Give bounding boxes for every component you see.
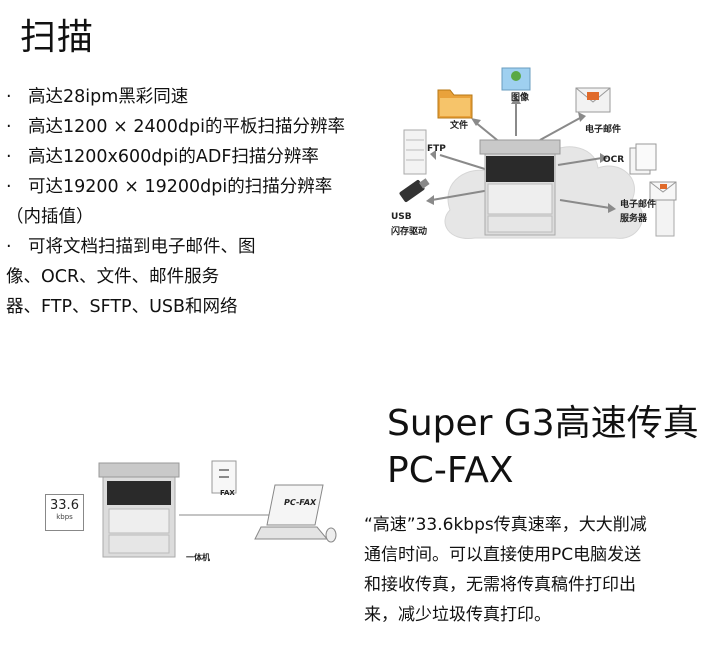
scan-feature-line: ·高达28ipm黑彩同速 bbox=[6, 87, 189, 107]
file-label: 文件 bbox=[450, 121, 469, 131]
fax-speed-value: 33.6 bbox=[50, 498, 79, 513]
fax-description-line: 来，减少垃圾传真打印。 bbox=[364, 605, 551, 625]
ftp-label: FTP bbox=[427, 144, 446, 154]
envelope-icon bbox=[575, 87, 611, 113]
fax-title-line1: Super G3高速传真 bbox=[387, 403, 699, 444]
image-label: 图像 bbox=[511, 93, 530, 103]
scan-feature-list: ·高达28ipm黑彩同速 ·高达1200 × 2400dpi的平板扫描分辨率 ·… bbox=[6, 82, 368, 322]
fax-speed-badge: 33.6 kbps bbox=[45, 494, 84, 531]
all-in-one-label: 一体机 bbox=[186, 553, 210, 562]
ftp-server-icon bbox=[403, 129, 427, 175]
fax-printer-icon bbox=[98, 462, 180, 558]
folder-icon bbox=[437, 89, 473, 119]
fax-title-line2: PC-FAX bbox=[387, 450, 514, 491]
scan-feature-line: ·高达1200x600dpi的ADF扫描分辨率 bbox=[6, 147, 319, 167]
arrows bbox=[431, 104, 611, 209]
mail-server-label-2: 服务器 bbox=[620, 214, 648, 224]
fax-doc-label: FAX bbox=[220, 489, 235, 497]
usb-drive-icon bbox=[399, 178, 430, 203]
scan-feature-line: 器、FTP、SFTP、USB和网络 bbox=[6, 297, 238, 317]
scan-feature-line: （内插值） bbox=[6, 207, 94, 227]
scan-destinations-diagram bbox=[399, 67, 677, 239]
pc-fax-screen-label: PC-FAX bbox=[283, 498, 317, 507]
scan-feature-line: ·可达19200 × 19200dpi的扫描分辨率 bbox=[6, 177, 333, 197]
usb-label: USB bbox=[391, 212, 412, 222]
scan-feature-line: 像、OCR、文件、邮件服务 bbox=[6, 267, 220, 287]
fax-speed-unit: kbps bbox=[56, 513, 73, 521]
fax-description-line: 通信时间。可以直接使用PC电脑发送 bbox=[364, 545, 642, 565]
ocr-documents-icon bbox=[629, 143, 657, 175]
scan-title: 扫描 bbox=[20, 17, 95, 58]
mail-server-label: 电子邮件 bbox=[620, 200, 657, 210]
image-icon bbox=[501, 67, 531, 91]
fax-diagram bbox=[98, 460, 337, 558]
scan-feature-line: ·可将文档扫描到电子邮件、图 bbox=[6, 237, 256, 257]
mail-server-icon bbox=[649, 181, 677, 237]
fax-description-line: 和接收传真，无需将传真稿件打印出 bbox=[364, 575, 636, 595]
fax-description-line: “高速”33.6kbps传真速率，大大削减 bbox=[364, 515, 647, 535]
scan-feature-line: ·高达1200 × 2400dpi的平板扫描分辨率 bbox=[6, 117, 345, 137]
usb-label-2: 闪存驱动 bbox=[391, 227, 428, 237]
fax-description: “高速”33.6kbps传真速率，大大削减 通信时间。可以直接使用PC电脑发送 … bbox=[364, 510, 704, 630]
laptop-icon bbox=[254, 484, 337, 543]
printer-icon bbox=[479, 139, 561, 236]
fax-document-icon bbox=[211, 460, 237, 494]
ocr-label: OCR bbox=[603, 155, 625, 165]
email-label: 电子邮件 bbox=[585, 125, 622, 135]
